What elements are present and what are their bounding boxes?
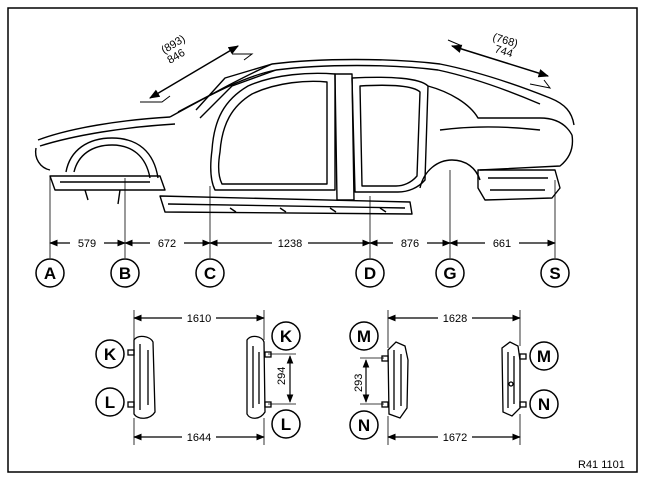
front-point-k-left-circle [95,339,125,369]
drawing-reference: R41 1101 [578,459,625,471]
front-point-l-right: L [281,415,291,434]
front-point-l-left-circle [95,387,125,417]
point-g-circle [435,258,465,288]
point-b-circle [110,258,140,288]
point-c-label: C [204,264,216,283]
segment-c-d: 1238 [278,238,302,250]
point-a-label: A [44,264,56,283]
rear-extension-lines [360,310,521,445]
segment-g-s: 661 [493,238,511,250]
rear-bottom-value: 1672 [443,432,467,444]
point-a-circle [35,258,65,288]
point-g-label: G [443,264,456,283]
point-d-circle [355,258,385,288]
rear-top-value: 1628 [443,313,467,325]
front-point-l-left: L [105,393,115,412]
roof-dimension-rear: 744 (768) [447,31,552,89]
point-d-label: D [364,264,376,283]
rear-view: 1628 1672 293 M N M N [349,310,559,445]
rear-vertical-value: 293 [353,374,365,392]
car-body-shell [34,58,575,215]
rear-point-n-right: N [538,395,550,414]
segment-b-c: 672 [158,238,176,250]
point-s-circle [540,258,570,288]
front-left-member [127,335,156,419]
front-extension-lines [133,310,296,445]
roof-rear-value: 744 [493,43,514,60]
point-b-label: B [119,264,131,283]
rear-left-member [381,341,409,419]
rear-point-m-left-circle [349,321,379,351]
front-top-value: 1610 [187,313,211,325]
front-point-k-left: K [104,345,117,364]
side-dimension-labels: 579 672 1238 876 661 [70,235,519,250]
segment-a-b: 579 [78,238,96,250]
rear-point-n-left-circle [349,410,379,440]
rear-point-n-right-circle [529,389,559,419]
rear-point-m-left: M [357,327,371,346]
front-point-k-right-circle [271,321,301,351]
point-s-label: S [549,264,560,283]
rear-point-m-right-circle [529,341,559,371]
rear-point-m-right: M [537,347,551,366]
front-bottom-value: 1644 [187,432,211,444]
front-view: 1610 1644 294 K L K L [95,310,301,445]
point-c-circle [195,258,225,288]
front-point-l-right-circle [271,409,301,439]
roof-dimension-front: 846 (893) [140,33,254,103]
rear-point-n-left: N [358,416,370,435]
frame [7,7,638,473]
front-point-k-right: K [280,327,293,346]
front-vertical-value: 294 [276,367,288,385]
side-reference-points: A B C D G S [35,258,570,288]
rear-right-member [501,341,527,417]
segment-d-g: 876 [401,238,419,250]
front-right-member [246,335,272,419]
